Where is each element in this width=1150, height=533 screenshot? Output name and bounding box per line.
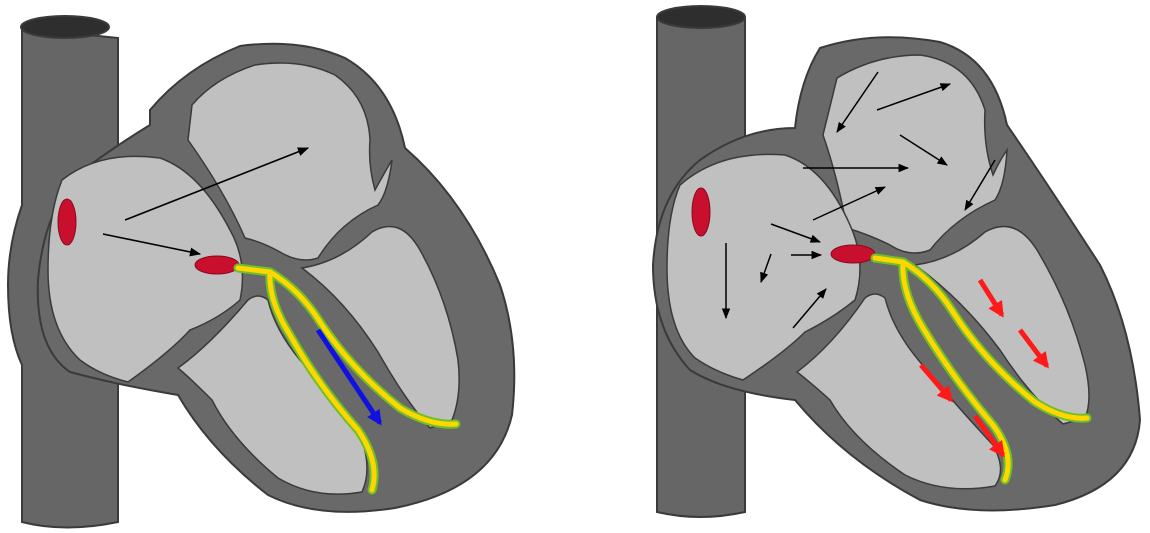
normal-conduction-panel xyxy=(0,0,575,533)
av-node xyxy=(831,245,875,263)
heart-diagram-normal xyxy=(0,0,575,533)
av-node xyxy=(195,256,239,274)
sa-node xyxy=(692,188,710,236)
atrial-fibrillation-panel xyxy=(575,0,1150,533)
heart-diagram-fibrillation xyxy=(575,0,1150,533)
sa-node xyxy=(58,199,76,245)
